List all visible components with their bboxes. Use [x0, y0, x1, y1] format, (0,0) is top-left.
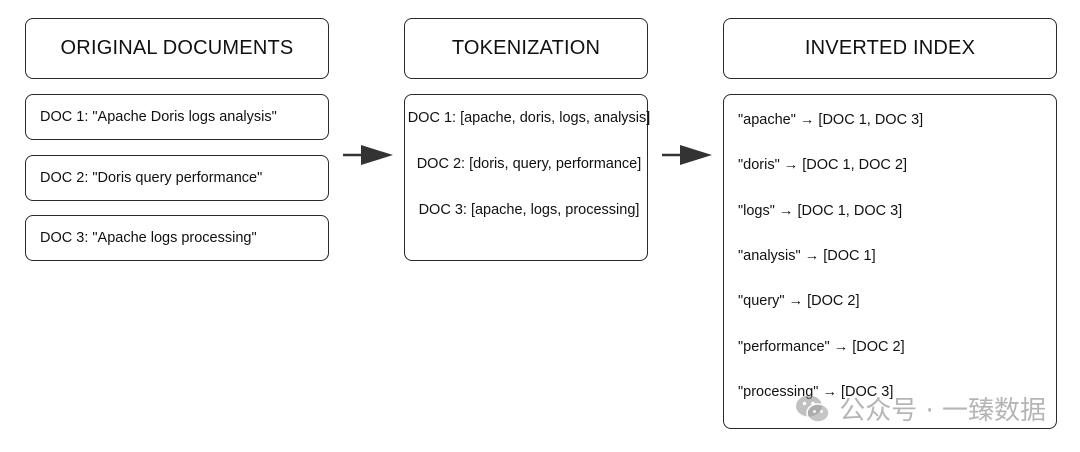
token-line-1: DOC 1: [apache, doris, logs, analysis] — [407, 110, 651, 126]
index-entry-analysis: "analysis" → [DOC 1] — [738, 248, 876, 264]
index-entry-performance: "performance" → [DOC 2] — [738, 339, 905, 355]
document-text-2: DOC 2: "Doris query performance" — [40, 170, 263, 186]
index-entry-apache: "apache" → [DOC 1, DOC 3] — [738, 112, 924, 128]
document-text-1: DOC 1: "Apache Doris logs analysis" — [40, 109, 277, 125]
document-box-1: DOC 1: "Apache Doris logs analysis" — [25, 94, 329, 140]
document-box-3: DOC 3: "Apache logs processing" — [25, 215, 329, 261]
index-entry-query: "query" → [DOC 2] — [738, 293, 860, 309]
header-inverted-index: INVERTED INDEX — [723, 18, 1057, 79]
index-entry-logs: "logs" → [DOC 1, DOC 3] — [738, 203, 903, 219]
index-entry-processing: "processing" → [DOC 3] — [738, 384, 894, 400]
arrow-right-icon — [662, 145, 712, 165]
inverted-index-box: "apache" → [DOC 1, DOC 3] "doris" → [DOC… — [723, 94, 1057, 429]
token-line-3: DOC 3: [apache, logs, processing] — [418, 202, 640, 218]
tokenization-box: DOC 1: [apache, doris, logs, analysis] D… — [404, 94, 650, 261]
header-inverted-index-label: INVERTED INDEX — [804, 37, 976, 59]
header-tokenization-label: TOKENIZATION — [451, 37, 601, 59]
header-original-documents: ORIGINAL DOCUMENTS — [25, 18, 329, 79]
arrow-right-icon — [343, 145, 393, 165]
document-text-3: DOC 3: "Apache logs processing" — [40, 230, 257, 246]
token-line-2: DOC 2: [doris, query, performance] — [416, 156, 642, 172]
index-entry-doris: "doris" → [DOC 1, DOC 2] — [738, 157, 908, 173]
header-original-documents-label: ORIGINAL DOCUMENTS — [60, 37, 294, 59]
document-box-2: DOC 2: "Doris query performance" — [25, 155, 329, 201]
header-tokenization: TOKENIZATION — [404, 18, 648, 79]
